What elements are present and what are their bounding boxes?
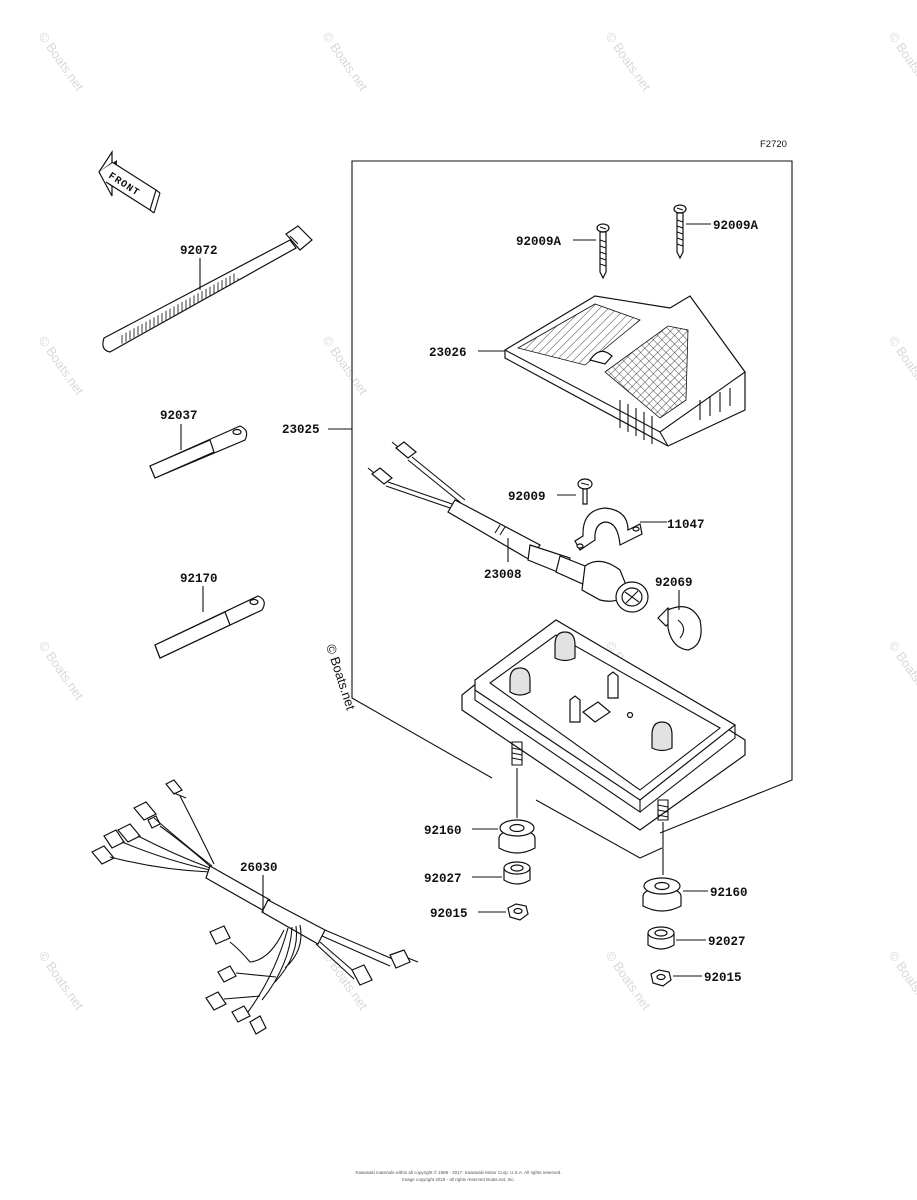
callout-92072: 92072	[180, 244, 218, 258]
watermark: © Boats.net	[603, 948, 655, 1013]
watermark: © Boats.net	[320, 29, 372, 94]
watermark: © Boats.net	[603, 29, 655, 94]
callout-11047: 11047	[667, 518, 705, 532]
lamp-socket-harness	[367, 441, 649, 613]
band-92170	[154, 595, 265, 659]
callout-92160-right: 92160	[710, 886, 748, 900]
assembly-bracket	[351, 160, 793, 834]
watermark: © Boats.net	[323, 642, 358, 712]
callout-92015-left: 92015	[430, 907, 468, 921]
callout-23008: 23008	[484, 568, 522, 582]
callout-26030: 26030	[240, 861, 278, 875]
lamp-lens-cover	[504, 295, 746, 447]
clamp-11047	[574, 507, 643, 551]
callout-92027-right: 92027	[708, 935, 746, 949]
callout-23026: 23026	[429, 346, 467, 360]
watermark: © Boats.net	[886, 638, 917, 703]
callout-92037: 92037	[160, 409, 198, 423]
screw-92009A-left	[596, 223, 610, 280]
wiring-harness	[91, 779, 419, 1035]
watermark: © Boats.net	[36, 948, 88, 1013]
collar-92027-left	[503, 861, 531, 885]
band-92037	[149, 425, 248, 479]
watermark: © Boats.net	[36, 638, 88, 703]
callout-92015-right: 92015	[704, 971, 742, 985]
callout-92009A-right: 92009A	[713, 219, 759, 233]
callout-23025: 23025	[282, 423, 320, 437]
lamp-housing	[461, 619, 746, 831]
callout-92160-left: 92160	[424, 824, 462, 838]
callout-92069: 92069	[655, 576, 693, 590]
diagram-code: F2720	[760, 139, 787, 150]
cable-tie	[102, 225, 313, 353]
screw-92009	[577, 478, 593, 505]
callout-92009A-left: 92009A	[516, 235, 562, 249]
callout-92027-left: 92027	[424, 872, 462, 886]
front-arrow-icon: FRONT	[98, 149, 161, 214]
watermark: © Boats.net	[36, 333, 88, 398]
watermark: © Boats.net	[886, 333, 917, 398]
watermark: © Boats.net	[886, 948, 917, 1013]
screw-92009A-right	[673, 204, 687, 260]
grommet-92160-left	[498, 819, 536, 854]
grommet-92160-right	[642, 877, 682, 912]
watermark: © Boats.net	[36, 29, 88, 94]
copyright-line: Kawasaki materials within all copyright …	[355, 1170, 562, 1175]
copyright-line: Image copyright 2018 - all rights reserv…	[402, 1177, 515, 1182]
nut-92015-left	[507, 903, 529, 921]
callout-92170: 92170	[180, 572, 218, 586]
nut-92015-right	[650, 969, 672, 987]
callout-92009: 92009	[508, 490, 546, 504]
watermark: © Boats.net	[320, 333, 372, 398]
collar-92027-right	[647, 926, 675, 950]
bulb-92069	[657, 606, 702, 651]
watermark: © Boats.net	[886, 29, 917, 94]
